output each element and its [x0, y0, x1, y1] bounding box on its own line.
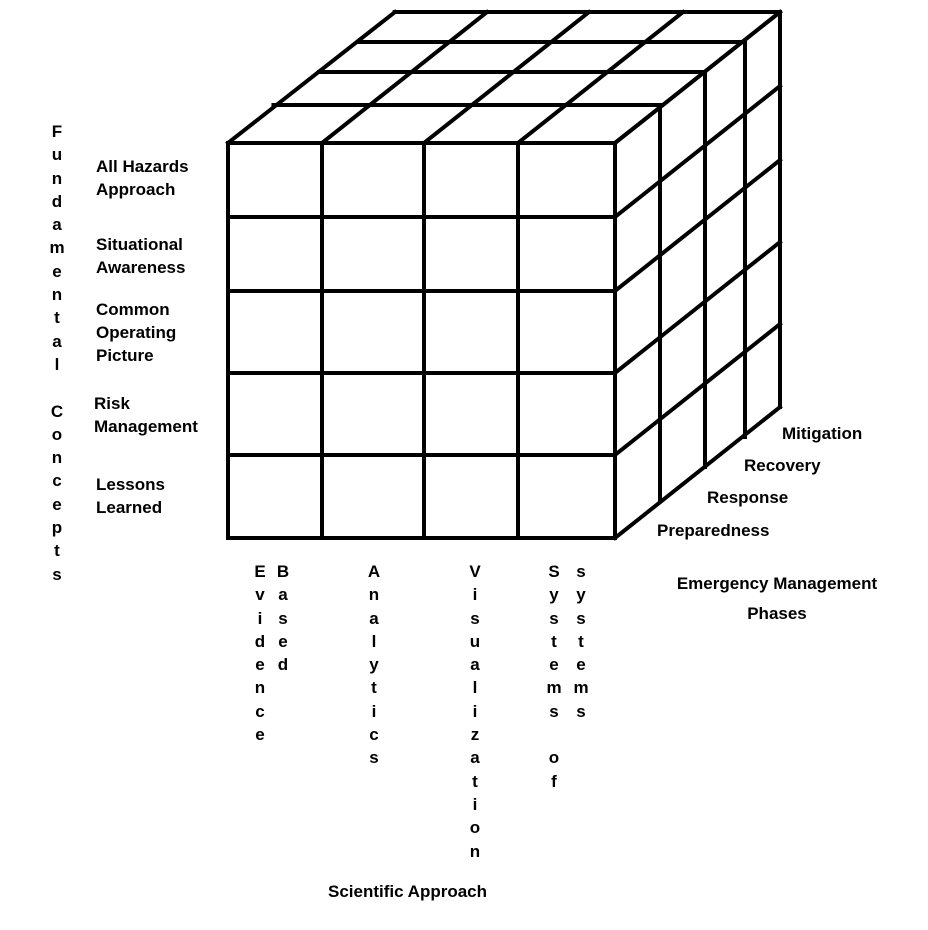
phase-recovery: Recovery [744, 456, 821, 475]
top-column-line [515, 9, 686, 146]
right-row-line [612, 157, 783, 294]
phase-preparedness: Preparedness [657, 521, 770, 540]
right-row-line [612, 321, 783, 458]
right-row-line [612, 83, 783, 220]
right-row-line [612, 404, 783, 541]
right-row-line [612, 239, 783, 376]
right-row-line [612, 9, 783, 146]
phase-response: Response [707, 488, 789, 507]
top-column-line [319, 9, 490, 146]
top-column-line [225, 9, 398, 146]
scientific-approach-axis-title: Scientific Approach [328, 882, 488, 901]
phase-mitigation: Mitigation [782, 424, 863, 443]
top-column-line [421, 9, 592, 146]
